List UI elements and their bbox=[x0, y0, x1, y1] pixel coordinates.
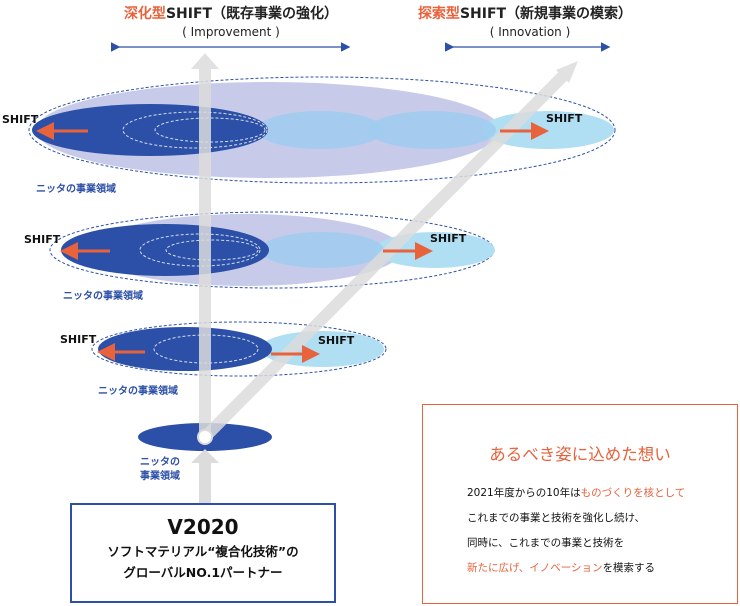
message-line-2: これまでの事業と技術を強化し続け、 bbox=[467, 512, 645, 524]
tier-1-zone-2 bbox=[256, 111, 384, 149]
tier-1-zone-3 bbox=[368, 111, 496, 149]
diagonal-growth-arrow bbox=[200, 61, 578, 442]
domain-label-t1: ニッタの事業領域 bbox=[36, 184, 116, 195]
v2020-line1: ソフトマテリアル“複合化技術”の bbox=[107, 544, 299, 559]
tier-3-core-domain bbox=[98, 327, 272, 371]
tier-2-zone-2 bbox=[260, 232, 384, 268]
message-line-1-a: 2021年度からの10年は bbox=[467, 487, 581, 499]
domain-label-base-line2: 事業領域 bbox=[140, 471, 180, 482]
shift-label-t3-left: SHIFT bbox=[60, 333, 97, 346]
shift-label-t2-right: SHIFT bbox=[430, 232, 467, 245]
header-innovation-sub: ( Innovation ) bbox=[489, 25, 571, 39]
header-innovation: 探索型SHIFT（新規事業の模索） bbox=[400, 3, 650, 23]
header-improvement-accent: 深化型 bbox=[123, 6, 166, 22]
tier-1-outline bbox=[28, 76, 616, 184]
shift-label-t1-left: SHIFT bbox=[2, 113, 39, 126]
v2020-box: V2020 ソフトマテリアル“複合化技術”の グローバルNO.1パートナー bbox=[70, 503, 336, 603]
base-up-arrow bbox=[191, 449, 219, 504]
header-improvement: 深化型SHIFT（既存事業の強化） bbox=[106, 3, 356, 23]
tier-2-ring-1 bbox=[139, 233, 261, 267]
message-box: あるべき姿に込めた想い 2021年度からの10年はものづくりを核として これまで… bbox=[422, 404, 738, 604]
tier-2-ring-2 bbox=[165, 239, 259, 261]
tier-2 bbox=[49, 211, 495, 289]
shift-label-t2-left: SHIFT bbox=[24, 233, 61, 246]
header-improvement-text: SHIFT（既存事業の強化） bbox=[165, 6, 339, 22]
tier-1-ring-2 bbox=[154, 117, 266, 143]
domain-label-base: ニッタの 事業領域 bbox=[140, 456, 180, 484]
shift-label-t1-right: SHIFT bbox=[546, 112, 583, 125]
message-line-4-a: 新たに広げ、イノベーション bbox=[467, 562, 603, 574]
v2020-line2: グローバルNO.1パートナー bbox=[123, 565, 283, 580]
header-improvement-sub: ( Improvement ) bbox=[182, 25, 280, 39]
header-innovation-text: SHIFT（新規事業の模索） bbox=[459, 6, 633, 22]
domain-label-t2: ニッタの事業領域 bbox=[63, 291, 143, 302]
tier-2-core-domain bbox=[61, 224, 269, 276]
tier-1-ring-1 bbox=[122, 111, 268, 149]
message-line-1-b: ものづくりを核として bbox=[580, 487, 686, 499]
v2020-title: V2020 bbox=[167, 515, 239, 539]
message-line-4-b: を模索する bbox=[602, 562, 656, 574]
message-line-1: 2021年度からの10年はものづくりを核として bbox=[467, 485, 685, 500]
shift-label-t3-right: SHIFT bbox=[318, 334, 355, 347]
tier-3 bbox=[91, 321, 387, 377]
message-title: あるべき姿に込めた想い bbox=[489, 445, 671, 464]
message-line-3: 同時に、これまでの事業と技術を bbox=[467, 537, 625, 549]
tier-3-outline bbox=[91, 321, 387, 377]
domain-label-base-line1: ニッタの bbox=[140, 457, 180, 468]
message-line-4: 新たに広げ、イノベーションを模索する bbox=[467, 560, 655, 575]
domain-label-t3: ニッタの事業領域 bbox=[98, 386, 178, 397]
origin-point bbox=[197, 429, 213, 445]
header-innovation-accent: 探索型 bbox=[417, 6, 460, 22]
vertical-growth-arrow bbox=[191, 53, 219, 438]
